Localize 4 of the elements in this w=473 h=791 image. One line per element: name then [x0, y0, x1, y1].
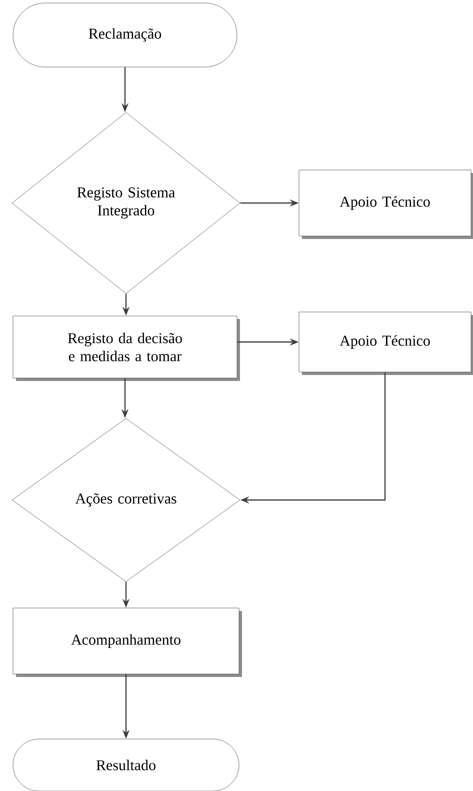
process-box: Apoio Técnico: [298, 312, 473, 375]
process-box: Apoio Técnico: [298, 170, 473, 239]
process-box: Acompanhamento: [12, 608, 242, 677]
process-box: Registo da decisão e medidas a tomar: [12, 316, 240, 381]
